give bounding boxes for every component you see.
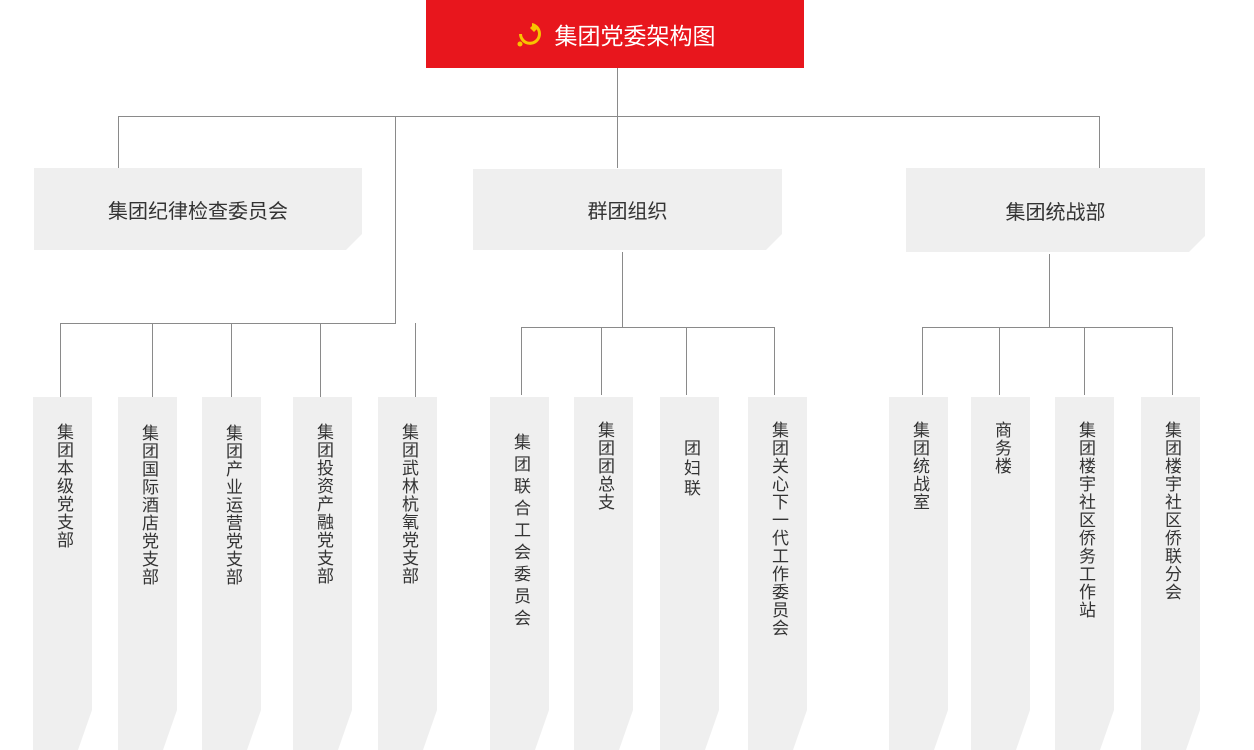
leaf-label: 集团统战室	[909, 421, 929, 511]
leaf-node: 集团统战室	[889, 397, 948, 750]
leaf-node: 集团武林杭氧党支部	[378, 397, 437, 750]
leaf-node: 集团楼宇社区侨联分会	[1141, 397, 1200, 750]
leaf-label: 团妇联	[680, 439, 700, 499]
leaf-label: 集团关心下一代工作委员会	[768, 421, 788, 637]
node-label: 集团统战部	[1005, 199, 1106, 224]
node-mass-organizations: 群团组织	[473, 169, 782, 250]
chart-title: 集团党委架构图	[554, 24, 716, 50]
leaf-node: 集团团总支	[574, 397, 633, 750]
leaf-node: 商务楼	[971, 397, 1030, 750]
leaf-label: 商务楼	[991, 421, 1011, 475]
leaf-node: 集团投资产融党支部	[293, 397, 352, 750]
leaf-label: 集团团总支	[594, 421, 614, 511]
leaf-node: 集团本级党支部	[33, 397, 92, 750]
node-united-front: 集团统战部	[906, 168, 1205, 252]
leaf-node: 集团楼宇社区侨务工作站	[1055, 397, 1114, 750]
leaf-node: 团妇联	[660, 397, 719, 750]
leaf-node: 集团联合工会委员会	[490, 397, 549, 750]
leaf-label: 集团联合工会委员会	[510, 433, 530, 631]
party-emblem-icon	[517, 23, 541, 47]
leaf-label: 集团楼宇社区侨联分会	[1161, 421, 1181, 601]
leaf-label: 集团楼宇社区侨务工作站	[1075, 421, 1095, 619]
leaf-label: 集团投资产融党支部	[313, 423, 333, 585]
leaf-node: 集团产业运营党支部	[202, 397, 261, 750]
node-label: 集团纪律检查委员会	[108, 198, 288, 223]
leaf-node: 集团关心下一代工作委员会	[748, 397, 807, 750]
node-discipline-committee: 集团纪律检查委员会	[34, 168, 362, 250]
chart-title-box: 集团党委架构图	[426, 0, 804, 68]
leaf-label: 集团产业运营党支部	[222, 424, 242, 586]
leaf-label: 集团本级党支部	[53, 423, 73, 549]
leaf-node: 集团国际酒店党支部	[118, 397, 177, 750]
node-label: 群团组织	[587, 199, 668, 223]
leaf-label: 集团武林杭氧党支部	[398, 423, 418, 585]
leaf-label: 集团国际酒店党支部	[138, 424, 158, 586]
